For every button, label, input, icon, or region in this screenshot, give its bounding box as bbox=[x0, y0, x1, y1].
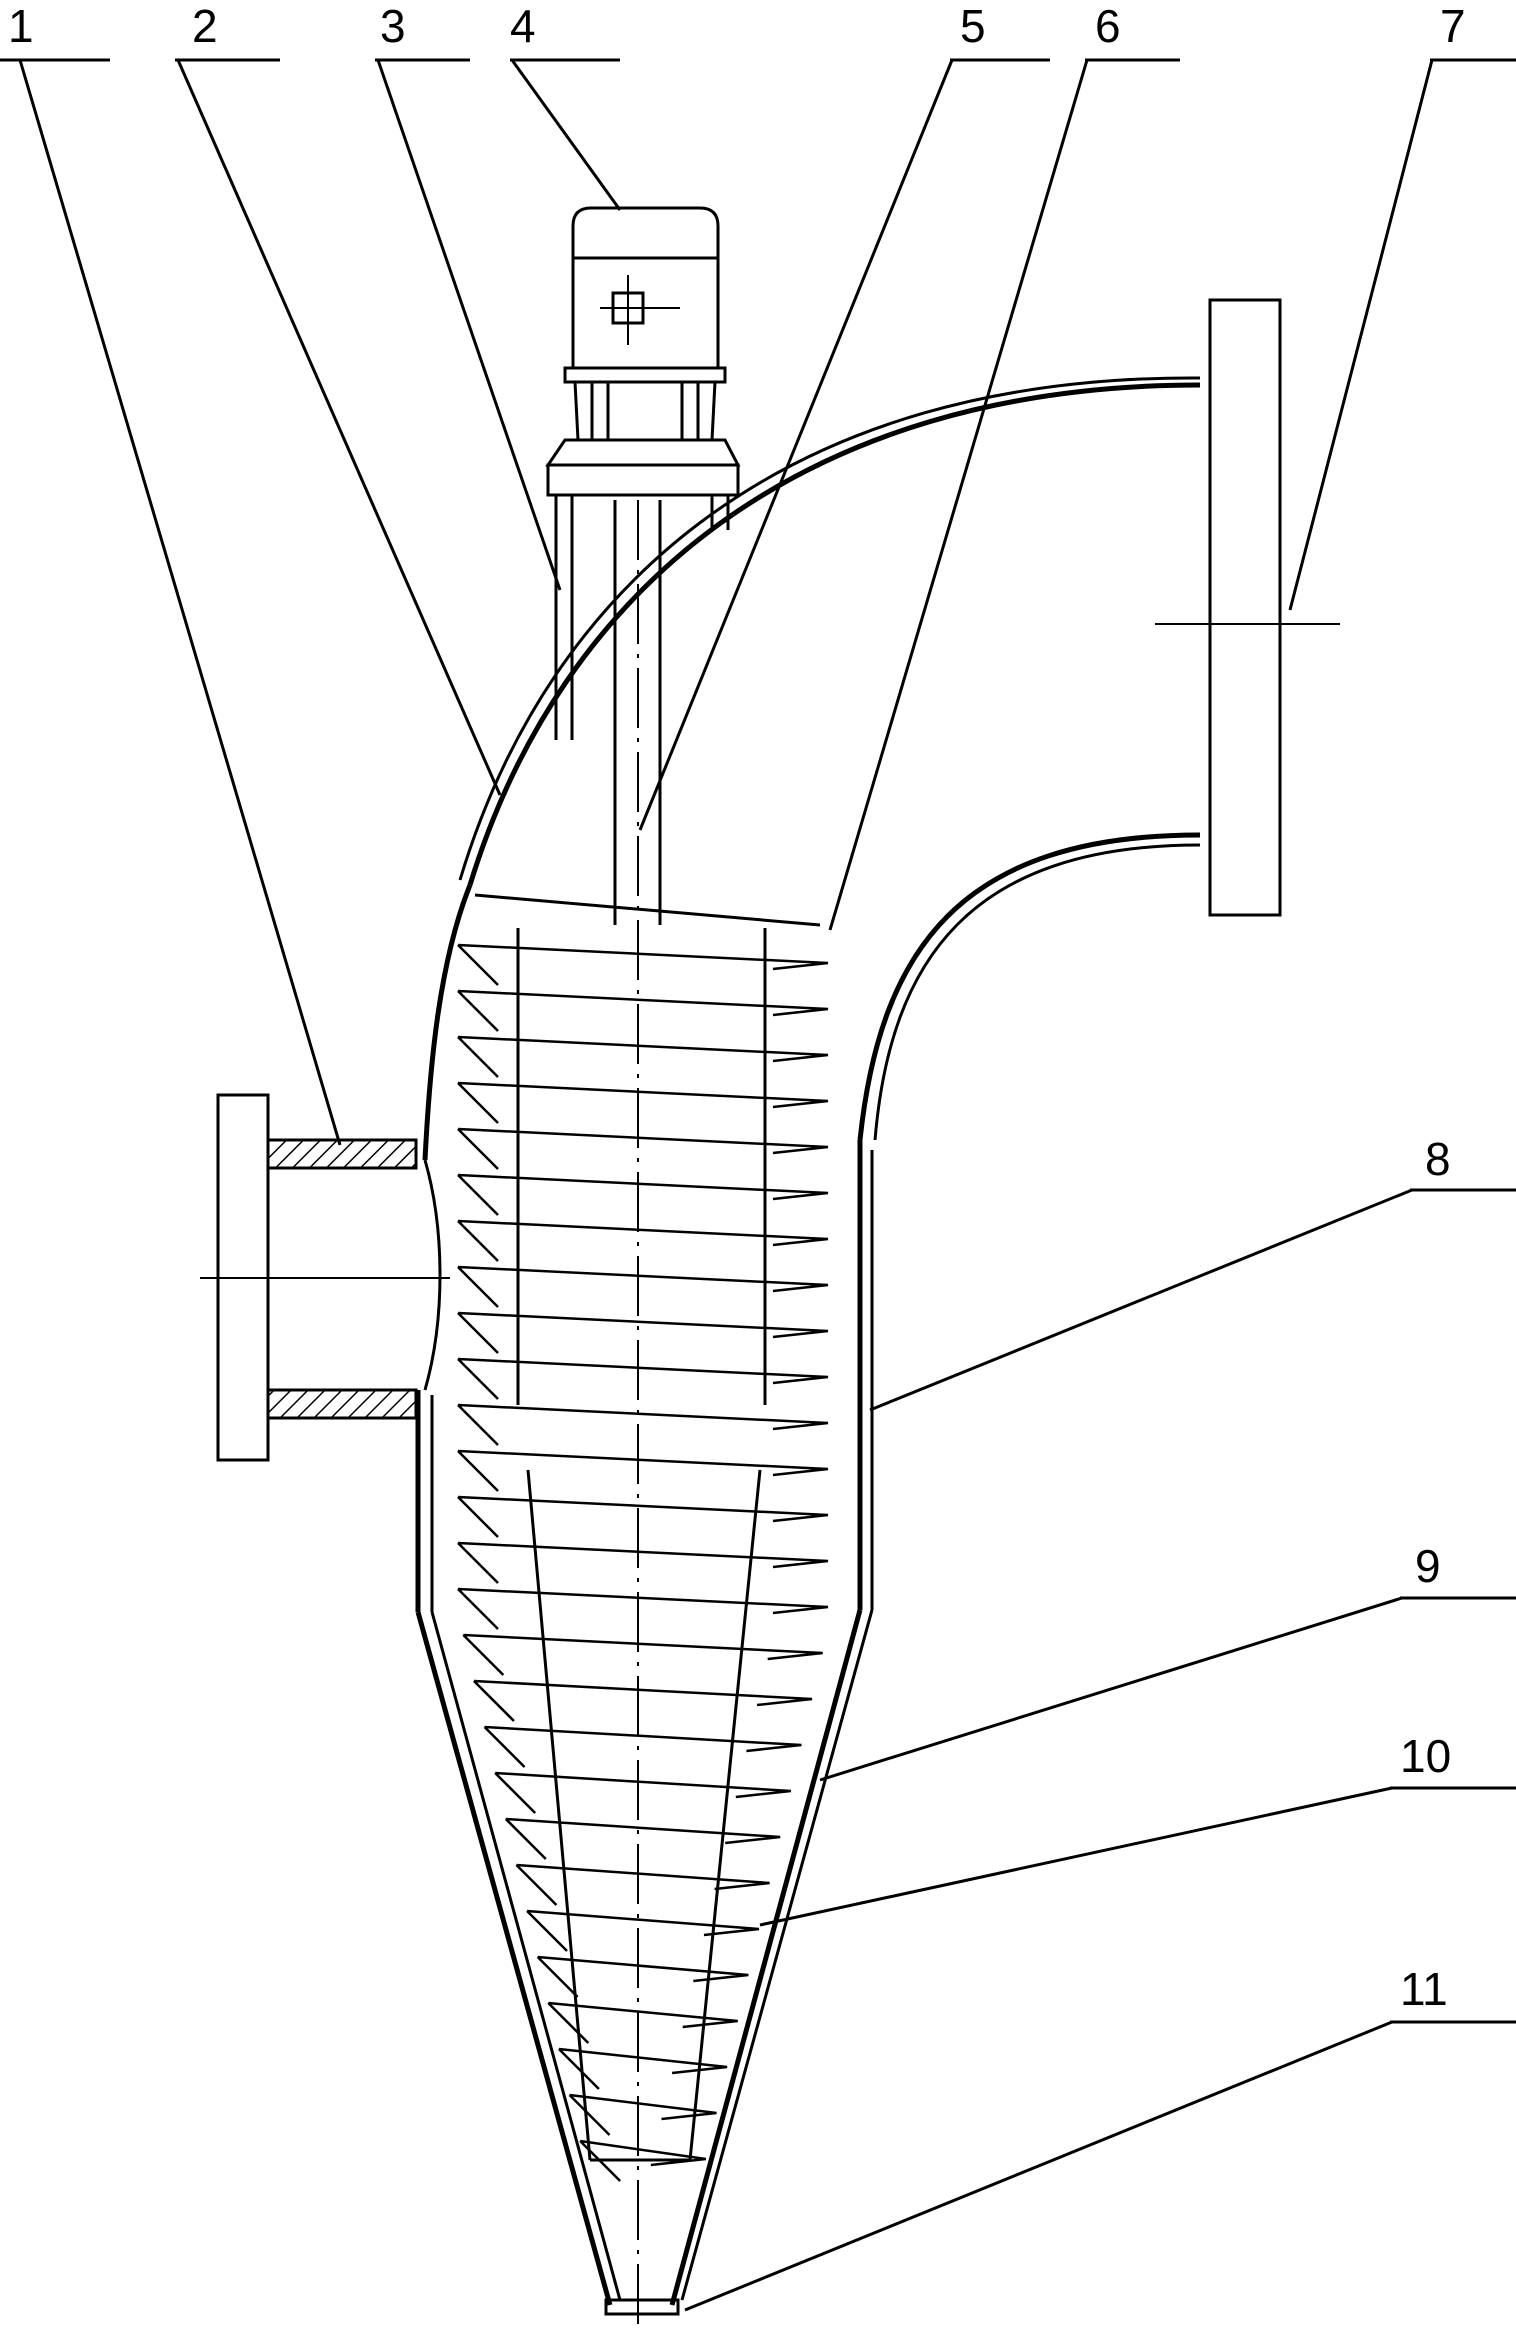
blade-turn bbox=[462, 1633, 823, 1676]
blade-turn bbox=[483, 1725, 802, 1768]
blade-turn bbox=[457, 989, 829, 1032]
overflow-pipe bbox=[458, 298, 1340, 1141]
blade-turn bbox=[457, 1495, 829, 1538]
blade-turn bbox=[504, 1817, 781, 1860]
callout-6: 6 bbox=[1095, 0, 1121, 52]
blade-turn bbox=[457, 1081, 829, 1124]
blade-turn bbox=[457, 1541, 829, 1584]
blade-turn bbox=[494, 1771, 791, 1814]
callout-11: 11 bbox=[1400, 1963, 1448, 2015]
blade-turn bbox=[457, 1265, 829, 1308]
callout-10: 10 bbox=[1400, 1730, 1451, 1782]
callout-labels: 1 2 3 4 5 6 7 8 9 10 11 bbox=[8, 0, 1466, 2015]
blade-turn bbox=[558, 2047, 728, 2090]
spiral-blades bbox=[457, 943, 829, 2182]
inlet-pipe bbox=[200, 1093, 450, 1462]
callout-2: 2 bbox=[192, 0, 218, 52]
callout-4: 4 bbox=[510, 0, 536, 52]
blade-turn bbox=[515, 1863, 770, 1906]
support-bracket bbox=[545, 438, 741, 740]
blade-turn bbox=[457, 1173, 829, 1216]
motor bbox=[563, 206, 727, 442]
blade-turn bbox=[457, 943, 829, 986]
callout-3: 3 bbox=[380, 0, 406, 52]
blade-turn bbox=[457, 1403, 829, 1446]
cyclone-body bbox=[415, 884, 874, 2316]
callout-9: 9 bbox=[1415, 1540, 1441, 1592]
blade-turn bbox=[457, 1127, 829, 1170]
blade-turn bbox=[568, 2093, 717, 2136]
blade-turn bbox=[457, 1357, 829, 1400]
blade-turn bbox=[457, 1219, 829, 1262]
blade-turn bbox=[547, 2001, 738, 2044]
callout-leaders bbox=[0, 58, 1516, 2312]
blade-turn bbox=[457, 1311, 829, 1354]
blade-turn bbox=[457, 1449, 829, 1492]
blade-turn bbox=[457, 1035, 829, 1078]
blade-turn bbox=[457, 1587, 829, 1630]
blade-turn bbox=[526, 1909, 760, 1952]
callout-8: 8 bbox=[1425, 1133, 1451, 1185]
callout-7: 7 bbox=[1440, 0, 1466, 52]
inner-cone bbox=[474, 893, 821, 2162]
callout-1: 1 bbox=[8, 0, 34, 52]
blade-turn bbox=[473, 1679, 813, 1722]
blade-turn bbox=[536, 1955, 749, 1998]
callout-5: 5 bbox=[960, 0, 986, 52]
